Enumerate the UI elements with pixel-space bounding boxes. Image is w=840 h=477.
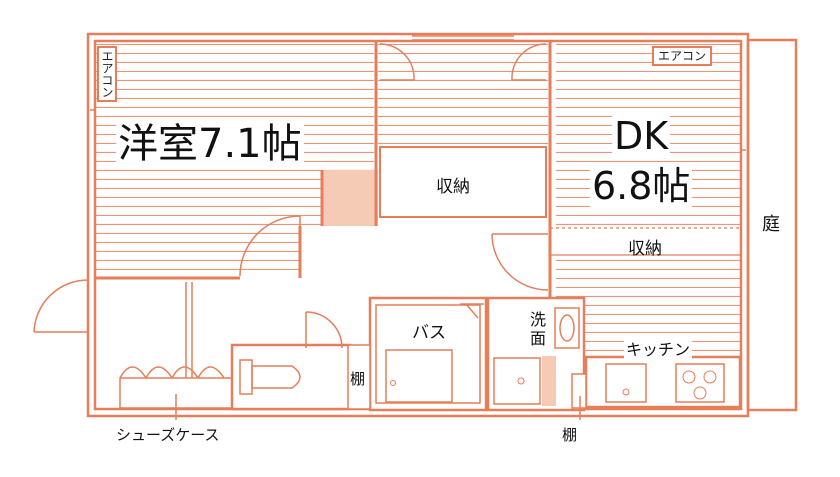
bathtub bbox=[385, 349, 453, 403]
pillar-block bbox=[322, 170, 378, 228]
shoe-case-label: シューズケース bbox=[116, 426, 220, 444]
closet-center-label: 収納 bbox=[436, 177, 470, 197]
toilet bbox=[251, 365, 301, 389]
western-door-arc bbox=[239, 215, 301, 277]
entrance-floor bbox=[96, 282, 236, 408]
kitchen-sink bbox=[605, 363, 647, 403]
aircon-left-label: エアコン bbox=[97, 46, 117, 102]
stove bbox=[675, 363, 725, 403]
closet-center-box bbox=[379, 146, 547, 218]
washroom-label: 洗 面 bbox=[530, 310, 547, 348]
shelf-toilet-label: 棚 bbox=[350, 370, 366, 388]
center-corridor-floor bbox=[378, 42, 548, 144]
bath-room bbox=[368, 296, 488, 412]
wash-basin bbox=[554, 307, 580, 349]
garden-frame bbox=[746, 38, 798, 412]
kitchen-counter bbox=[584, 355, 742, 409]
shower-pan bbox=[493, 357, 541, 405]
dk-door-arc bbox=[491, 233, 549, 291]
western-room-label: 洋室7.1帖 bbox=[116, 120, 304, 168]
aircon-right-label: エアコン bbox=[652, 46, 713, 66]
entrance-door-arc bbox=[33, 279, 89, 333]
kitchen-label: キッチン bbox=[624, 336, 693, 360]
dk-label-line1: DK bbox=[612, 114, 671, 158]
bath-label: バス bbox=[412, 323, 446, 343]
dk-label-line2: 6.8帖 bbox=[590, 164, 693, 208]
toilet-room bbox=[230, 343, 352, 411]
washroom bbox=[486, 296, 586, 412]
corridor bbox=[300, 226, 548, 286]
shelf-kitchen-label: 棚 bbox=[562, 426, 578, 444]
garden-label: 庭 bbox=[762, 214, 780, 235]
closet-dk-label: 収納 bbox=[628, 239, 662, 259]
